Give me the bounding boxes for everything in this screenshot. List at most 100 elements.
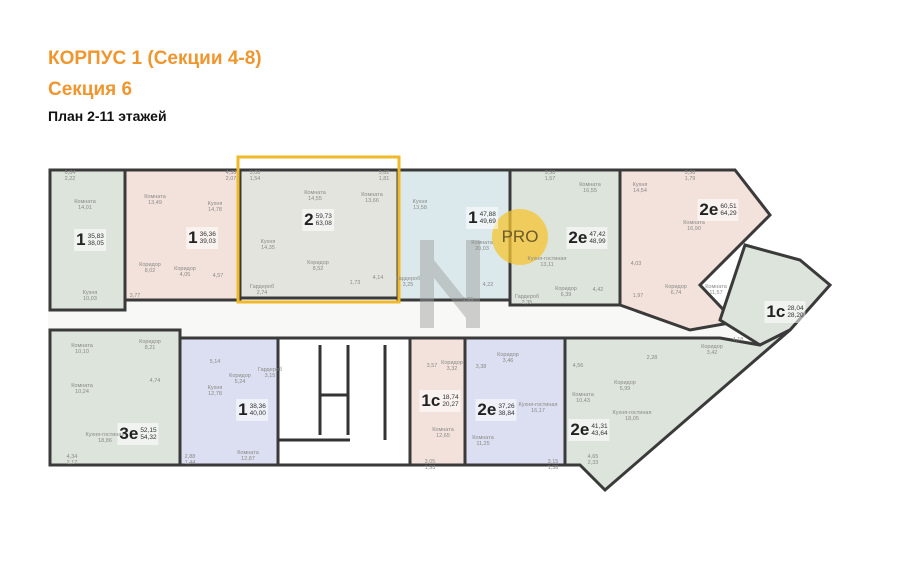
room-label: 1,73	[349, 280, 361, 286]
room-label: 4,56	[572, 363, 584, 369]
apartment-type: 3е	[119, 424, 139, 443]
elevator-stair-core	[276, 336, 412, 467]
room-label: 3,38	[475, 364, 487, 370]
apartment-type: 2е	[570, 420, 590, 439]
room-label: 1,97	[632, 293, 644, 299]
room-label: 4,57	[212, 273, 224, 279]
apartment-outline[interactable]	[123, 168, 242, 302]
apartment-type: 1	[76, 230, 86, 249]
room-label: 5,14	[209, 359, 221, 365]
pro-badge[interactable]: PRO	[492, 209, 548, 265]
room-label: 3,57	[426, 363, 438, 369]
room-label: 4,14	[372, 275, 384, 281]
section-title: Секция 6	[48, 79, 133, 100]
room-label: 3,77	[129, 293, 141, 299]
room-label: 4,74	[149, 378, 161, 384]
apartment-type: 1	[238, 400, 248, 419]
selected-apartment-highlight	[236, 155, 401, 304]
stair-core	[278, 345, 387, 442]
apartment-type: 2е	[568, 228, 588, 247]
apartment-outline[interactable]	[563, 328, 791, 493]
apartment-type: 1	[188, 228, 198, 247]
apartment-type: 1с	[766, 302, 786, 321]
room-label: 4,22	[482, 282, 494, 288]
watermark-logo-icon	[420, 240, 480, 328]
room-label: 2,28	[646, 355, 658, 361]
room-label: 4,42	[592, 287, 604, 293]
room-label: 1,55	[462, 297, 474, 303]
plan-subtitle: План 2-11 этажей	[48, 108, 167, 124]
apartment-type: 2	[304, 210, 314, 229]
room-label: 4,18	[732, 337, 744, 343]
apartment-outline[interactable]	[718, 243, 833, 347]
room-label: 4,03	[630, 261, 642, 267]
apartment-type: 1	[468, 208, 478, 227]
